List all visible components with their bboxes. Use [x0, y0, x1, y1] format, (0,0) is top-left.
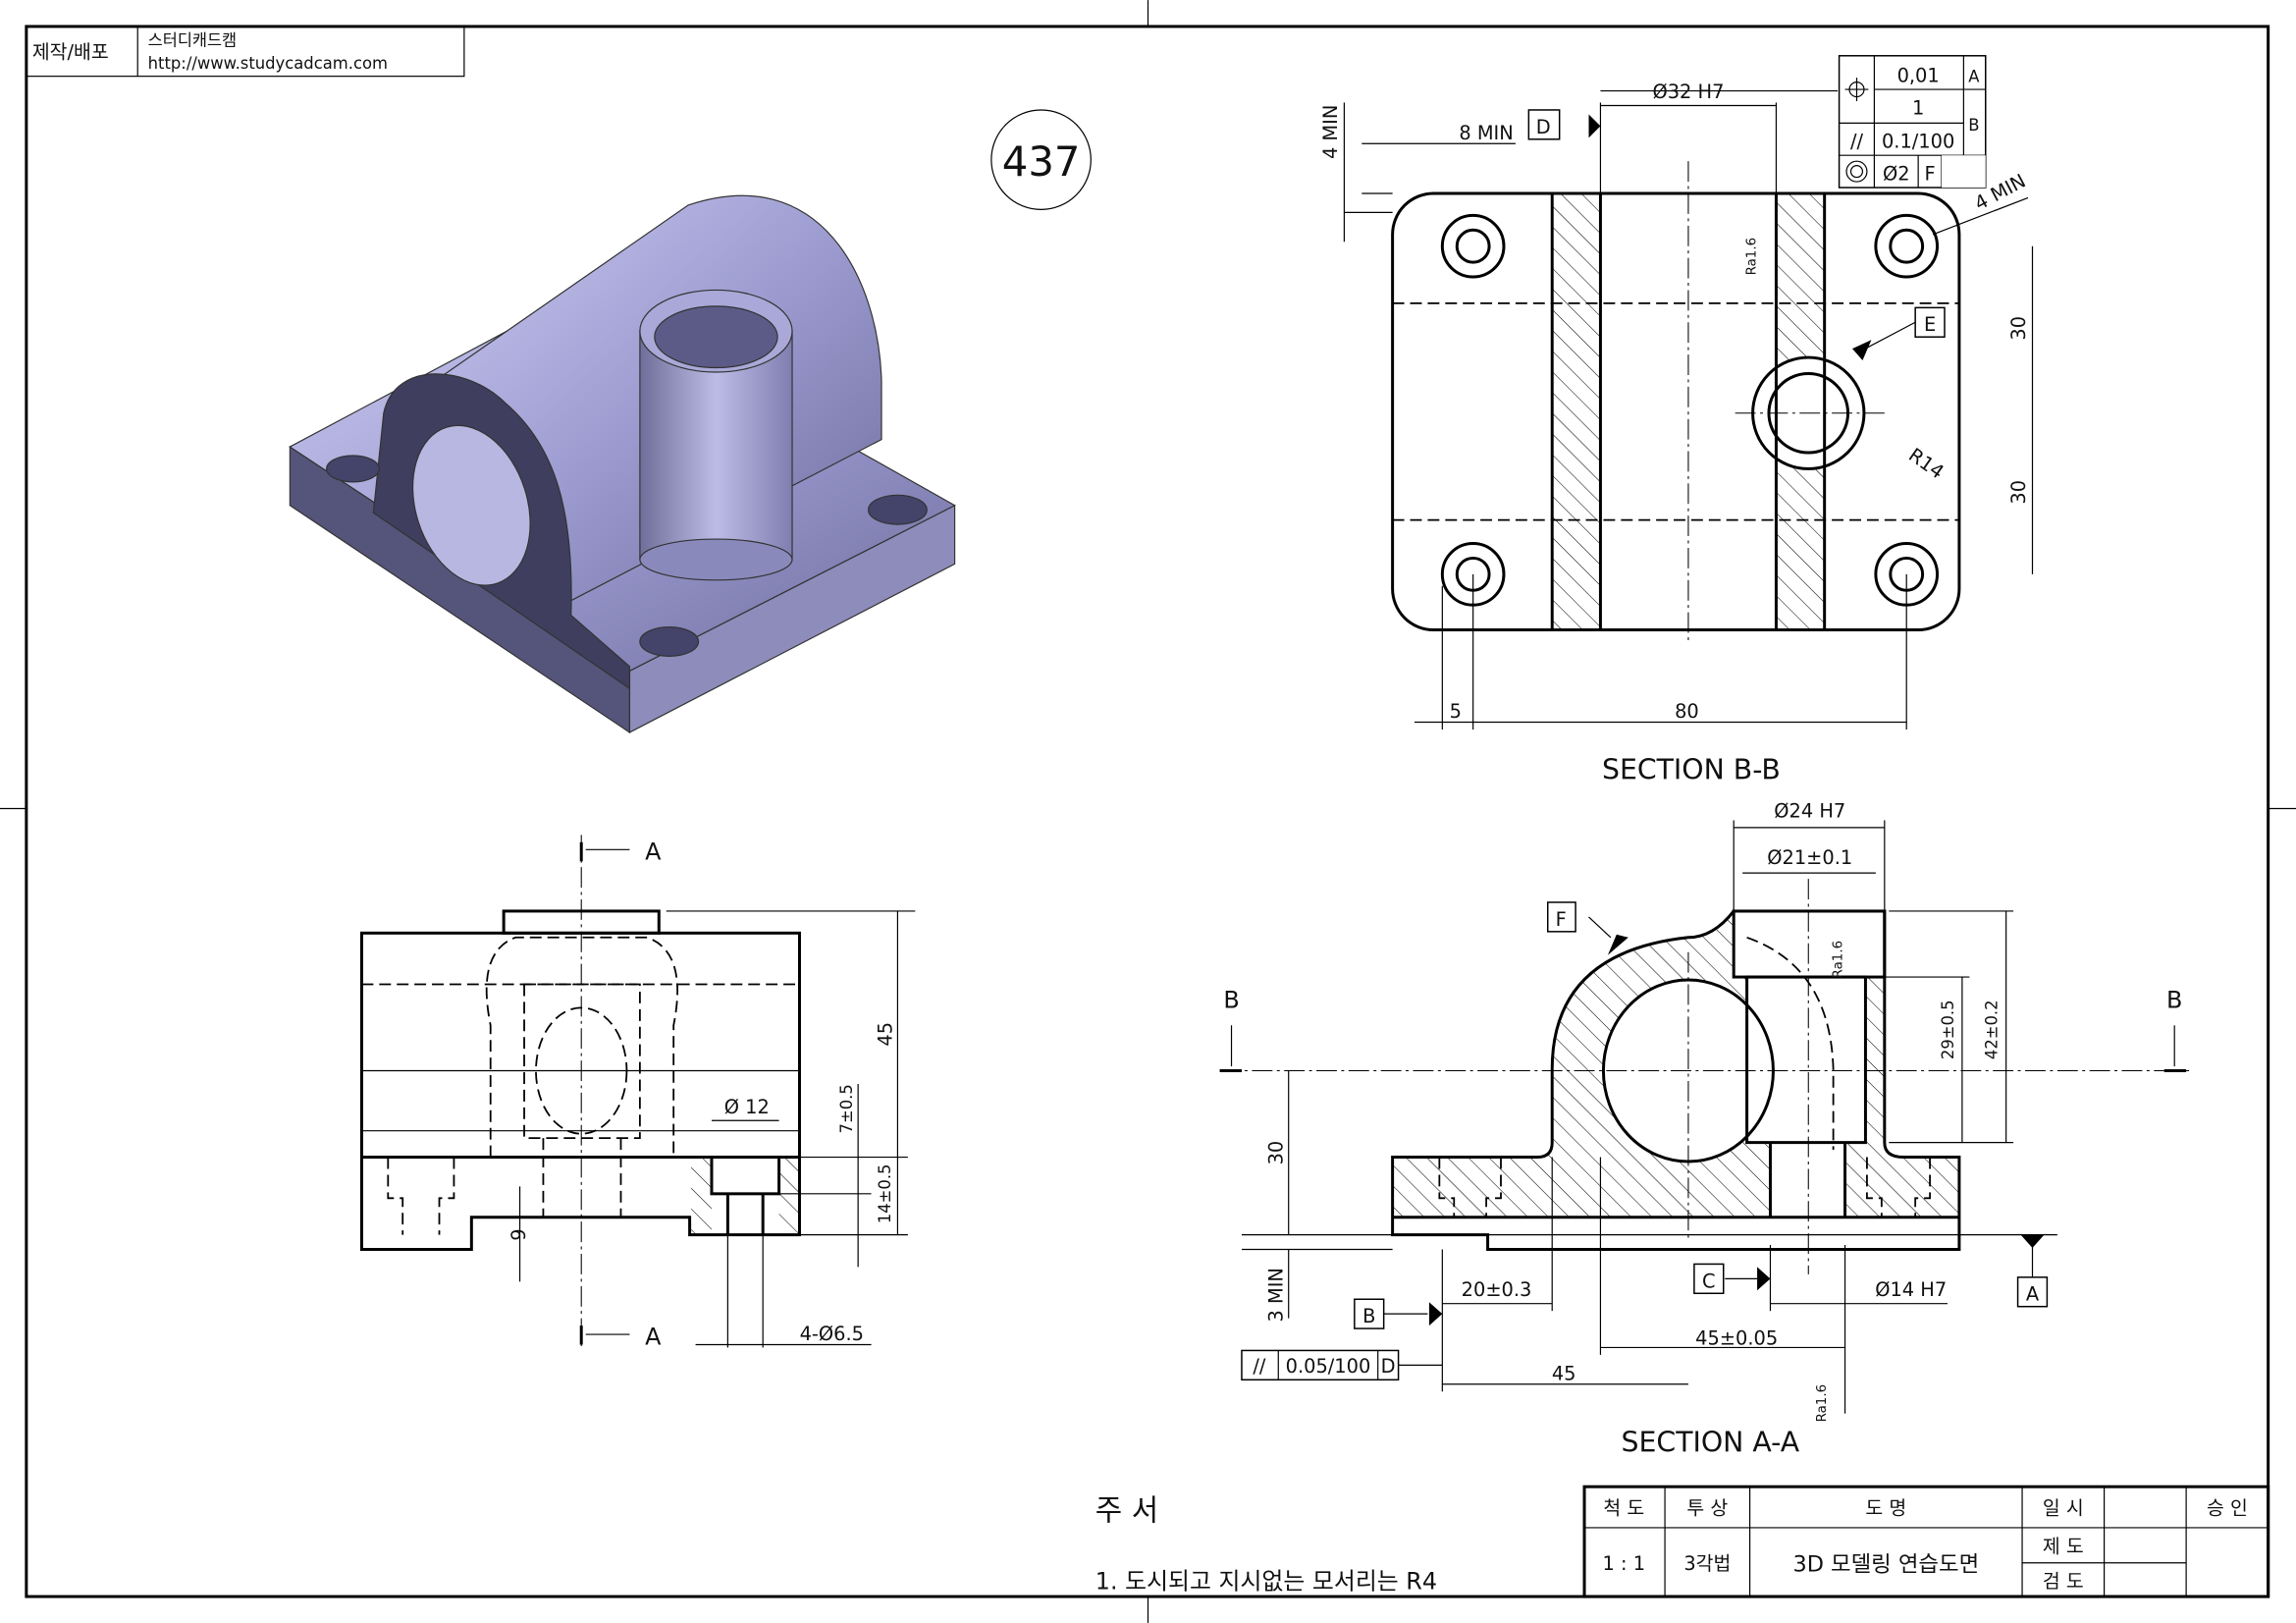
drawing-number: 437: [1002, 137, 1081, 186]
tb-date-header: 일 시: [2043, 1497, 2084, 1520]
dim-14: 14±0.5: [876, 1164, 894, 1224]
notes: 주 서 1. 도시되고 지시없는 모서리는 R4: [1095, 1493, 1437, 1595]
datum-d: D: [1527, 109, 1561, 140]
tb-projection-header: 투 상: [1686, 1497, 1728, 1520]
roughness-ra16-bottom: Ra1.6: [1815, 1384, 1830, 1423]
dim-3min: 3 MIN: [1265, 1268, 1288, 1322]
dim-d12: Ø 12: [724, 1096, 770, 1118]
datum-e: E: [1914, 306, 1946, 338]
dim-d14: Ø14 H7: [1875, 1278, 1947, 1301]
cut-label-b-left: B: [1223, 986, 1239, 1013]
notes-title: 주 서: [1095, 1493, 1158, 1528]
tb-projection: 3각법: [1683, 1552, 1731, 1575]
svg-text:D: D: [1536, 116, 1551, 138]
dim-30-lower: 30: [2007, 480, 2030, 505]
concentricity-symbol-icon: [1845, 160, 1868, 183]
section-aa-title: SECTION A-A: [1622, 1426, 1800, 1458]
datum-b: B: [1354, 1298, 1385, 1329]
tb-checked: 검 도: [2043, 1570, 2084, 1593]
svg-text:0,01: 0,01: [1897, 65, 1940, 87]
dim-d24: Ø24 H7: [1774, 799, 1845, 822]
dim-20: 20±0.3: [1462, 1278, 1532, 1301]
tb-approve-header: 승 인: [2207, 1497, 2248, 1520]
note-1: 1. 도시되고 지시없는 모서리는 R4: [1095, 1568, 1437, 1596]
svg-text:1: 1: [1912, 96, 1924, 119]
distribution-header: 제작/배포 스터디캐드캠 http://www.studycadcam.com: [26, 26, 465, 78]
header-url: http://www.studycadcam.com: [148, 54, 388, 73]
dim-d21: Ø21±0.1: [1767, 846, 1852, 869]
svg-text:E: E: [1924, 313, 1936, 336]
dim-5: 5: [1450, 700, 1462, 723]
section-bb-title: SECTION B-B: [1602, 754, 1781, 786]
dim-29: 29±0.5: [1939, 1000, 1957, 1059]
roughness-ra16: Ra1.6: [1745, 238, 1760, 276]
svg-text:0.05/100: 0.05/100: [1286, 1355, 1371, 1378]
drawing-number-badge: 437: [990, 109, 1092, 211]
header-company: 스터디캐드캠: [148, 30, 237, 49]
parallelism-symbol-icon: //: [1253, 1355, 1266, 1378]
svg-text:D: D: [1381, 1355, 1396, 1378]
section-bb-view: Ø32 H7 8 MIN 4 MIN 4 MIN R14 30 30 5 80 …: [1319, 55, 2034, 786]
svg-text:F: F: [1556, 908, 1567, 931]
parallelism-symbol-icon: //: [1850, 131, 1864, 153]
feature-control-frame: // 0,01 A 1 B 0.1/100 Ø2 F: [1838, 55, 1987, 189]
isometric-3d-view: [289, 194, 956, 734]
datum-c: C: [1693, 1263, 1725, 1295]
tb-name-header: 도 명: [1865, 1497, 1906, 1520]
dim-45: 45: [874, 1022, 896, 1047]
roughness-ra16-bore: Ra1.6: [1832, 941, 1846, 979]
svg-text:C: C: [1702, 1270, 1716, 1292]
dim-r14: R14: [1904, 444, 1948, 484]
header-label: 제작/배포: [32, 41, 109, 64]
title-block: 척 도 투 상 도 명 일 시 승 인 1 : 1 3각법 3D 모델링 연습도…: [1582, 1485, 2270, 1598]
tb-scale: 1 : 1: [1603, 1552, 1645, 1575]
dim-d32: Ø32 H7: [1652, 81, 1724, 103]
dim-30: 30: [1265, 1141, 1288, 1165]
datum-f: F: [1546, 901, 1576, 933]
tb-drawn: 제 도: [2043, 1535, 2084, 1557]
front-view: A A Ø 12 45 7±0.5 14±0.5 6 4-Ø6.5: [359, 835, 916, 1350]
svg-text:Ø2: Ø2: [1883, 163, 1910, 186]
parallelism-control-frame: // 0.05/100 D: [1241, 1349, 1400, 1381]
dim-30-upper: 30: [2007, 316, 2030, 341]
dim-42: 42±0.2: [1983, 1000, 2002, 1059]
datum-a: A: [2016, 1276, 2049, 1308]
svg-text:A: A: [2026, 1283, 2040, 1306]
svg-text:B: B: [1968, 116, 1979, 135]
cut-label-b-right: B: [2166, 986, 2182, 1013]
dim-45-tol: 45±0.05: [1695, 1326, 1778, 1349]
dim-holes: 4-Ø6.5: [800, 1323, 864, 1345]
svg-text:B: B: [1362, 1305, 1375, 1327]
cut-label-a-bottom: A: [645, 1323, 662, 1350]
tb-scale-header: 척 도: [1603, 1497, 1644, 1520]
dim-6: 6: [507, 1228, 529, 1240]
svg-text:F: F: [1924, 163, 1935, 186]
position-symbol-icon: [1844, 78, 1869, 102]
dim-7: 7±0.5: [837, 1084, 856, 1133]
dim-8min: 8 MIN: [1459, 122, 1513, 144]
tb-drawing-name: 3D 모델링 연습도면: [1792, 1552, 1979, 1578]
dim-4min-left: 4 MIN: [1319, 105, 1342, 159]
dim-45: 45: [1552, 1362, 1576, 1384]
cut-label-a-top: A: [645, 839, 662, 866]
dim-80: 80: [1675, 700, 1699, 723]
svg-text:0.1/100: 0.1/100: [1882, 131, 1954, 153]
svg-text:A: A: [1968, 68, 1980, 86]
section-aa-view: B B Ø24 H7 Ø21±0.1 29±0.5 42±0.2 30 3 MI…: [1219, 799, 2190, 1458]
